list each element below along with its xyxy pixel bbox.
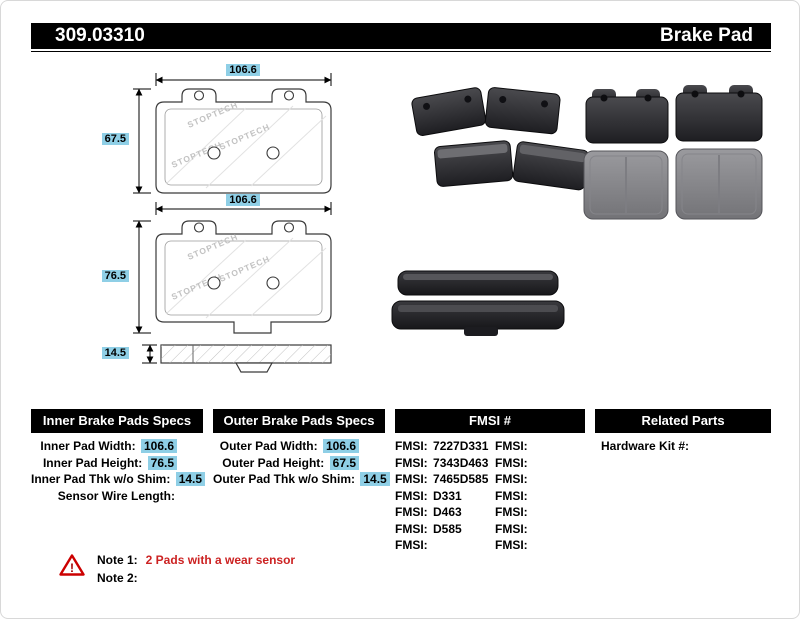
spec-label: Outer Pad Thk w/o Shim: bbox=[213, 472, 356, 486]
fmsi-row: FMSI: 7227D331 FMSI: bbox=[395, 438, 585, 455]
dimension-label-inner-height: 76.5 bbox=[65, 270, 129, 282]
inner-specs-table: Inner Brake Pads Specs Inner Pad Width: … bbox=[31, 409, 206, 554]
svg-text:!: ! bbox=[70, 561, 74, 575]
spec-label: Outer Pad Height: bbox=[222, 455, 325, 470]
note-line-1: Note 1: 2 Pads with a wear sensor bbox=[97, 551, 295, 569]
photo-pad-edge-2 bbox=[391, 300, 565, 336]
note1-label: Note 1: bbox=[97, 553, 138, 567]
dimension-label-thickness: 14.5 bbox=[65, 347, 129, 359]
fmsi-value: 7227D331 bbox=[433, 439, 489, 453]
fmsi-row: FMSI: FMSI: bbox=[395, 537, 585, 554]
spec-row: Outer Pad Thk w/o Shim: 14.5 bbox=[213, 471, 390, 488]
fmsi-label: FMSI: bbox=[495, 538, 528, 552]
photo-pad-angled-4 bbox=[512, 141, 590, 191]
outer-specs-header: Outer Brake Pads Specs bbox=[213, 409, 385, 433]
spec-value: 14.5 bbox=[360, 472, 390, 486]
note-line-2: Note 2: bbox=[97, 569, 295, 587]
fmsi-label: FMSI: bbox=[495, 455, 528, 470]
related-parts-table: Related Parts Hardware Kit #: bbox=[595, 409, 771, 554]
fmsi-row: FMSI: 7343D463 FMSI: bbox=[395, 455, 585, 472]
product-title: Brake Pad bbox=[660, 25, 753, 46]
photo-pad-edge-1 bbox=[397, 270, 559, 296]
spec-row: Outer Pad Width: 106.6 bbox=[213, 438, 385, 455]
fmsi-value: D463 bbox=[433, 505, 462, 519]
fmsi-row: FMSI: D585 FMSI: bbox=[395, 521, 585, 538]
photo-pad-angled-1 bbox=[411, 87, 487, 136]
header-divider bbox=[31, 51, 771, 52]
fmsi-row: FMSI: D331 FMSI: bbox=[395, 488, 585, 505]
spec-row: Inner Pad Width: 106.6 bbox=[31, 438, 203, 455]
spec-row: Hardware Kit #: bbox=[595, 438, 771, 455]
note2-label: Note 2: bbox=[97, 571, 138, 585]
spec-value: 14.5 bbox=[175, 472, 206, 486]
dimension-label-inner-width: 106.6 bbox=[188, 194, 298, 206]
spec-label: Hardware Kit #: bbox=[601, 439, 690, 453]
fmsi-label: FMSI: bbox=[495, 505, 528, 519]
fmsi-value: D331 bbox=[433, 488, 462, 503]
spec-tables: Inner Brake Pads Specs Inner Pad Width: … bbox=[31, 409, 771, 554]
photo-pad-angled-3 bbox=[434, 140, 514, 187]
photo-pad-angled-2 bbox=[484, 87, 561, 135]
drawing-outer-pad-front: STOPTECH STOPTECH STOPTECH bbox=[133, 73, 332, 194]
fmsi-label: FMSI: bbox=[395, 439, 428, 453]
fmsi-header: FMSI # bbox=[395, 409, 585, 433]
fmsi-row: FMSI: 7465D585 FMSI: bbox=[395, 471, 585, 488]
drawing-svg: STOPTECH STOPTECH STOPTECH bbox=[133, 73, 332, 373]
product-photos bbox=[386, 59, 771, 349]
fmsi-value: 7343D463 bbox=[433, 455, 489, 470]
inner-specs-header: Inner Brake Pads Specs bbox=[31, 409, 203, 433]
related-parts-header: Related Parts bbox=[595, 409, 771, 433]
spec-row: Inner Pad Height: 76.5 bbox=[31, 455, 203, 472]
dimension-label-outer-height: 67.5 bbox=[65, 133, 129, 145]
spec-value: 67.5 bbox=[329, 455, 359, 470]
spec-label: Sensor Wire Length: bbox=[57, 488, 175, 503]
title-bar: 309.03310 Brake Pad bbox=[31, 23, 771, 49]
spec-label: Outer Pad Width: bbox=[219, 439, 318, 453]
drawing-pad-side-profile bbox=[142, 344, 332, 373]
outer-specs-table: Outer Brake Pads Specs Outer Pad Width: … bbox=[213, 409, 390, 554]
fmsi-label: FMSI: bbox=[395, 472, 428, 486]
fmsi-table: FMSI # FMSI: 7227D331 FMSI: FMSI: 7343D4… bbox=[395, 409, 585, 554]
fmsi-row: FMSI: D463 FMSI: bbox=[395, 504, 585, 521]
fmsi-label: FMSI: bbox=[495, 488, 528, 503]
fmsi-label: FMSI: bbox=[395, 521, 428, 536]
product-photos-svg bbox=[391, 85, 763, 336]
dimension-label-outer-width: 106.6 bbox=[188, 64, 298, 76]
fmsi-label: FMSI: bbox=[395, 455, 428, 470]
fmsi-label: FMSI: bbox=[495, 439, 528, 453]
spec-label: Inner Pad Thk w/o Shim: bbox=[31, 472, 171, 486]
fmsi-label: FMSI: bbox=[395, 488, 428, 503]
fmsi-label: FMSI: bbox=[395, 538, 428, 552]
photo-friction-face-2 bbox=[675, 148, 763, 220]
spec-value: 106.6 bbox=[140, 439, 177, 453]
spec-label: Inner Pad Width: bbox=[40, 439, 136, 453]
photo-backing-plate-2 bbox=[675, 85, 763, 142]
warning-icon: ! bbox=[59, 553, 85, 582]
spec-value: 76.5 bbox=[147, 455, 177, 470]
spec-label: Inner Pad Height: bbox=[42, 455, 143, 470]
technical-drawings: STOPTECH STOPTECH STOPTECH bbox=[31, 56, 371, 401]
fmsi-label: FMSI: bbox=[395, 505, 428, 519]
photo-backing-plate-1 bbox=[585, 89, 669, 144]
spec-row: Sensor Wire Length: bbox=[31, 488, 203, 505]
drawing-inner-pad-front: STOPTECH STOPTECH STOPTECH bbox=[133, 202, 332, 334]
part-number: 309.03310 bbox=[55, 25, 145, 46]
spec-row: Outer Pad Height: 67.5 bbox=[213, 455, 385, 472]
spec-value: 106.6 bbox=[322, 439, 359, 453]
fmsi-label: FMSI: bbox=[495, 472, 528, 486]
fmsi-value: 7465D585 bbox=[433, 472, 489, 486]
fmsi-value: D585 bbox=[433, 521, 462, 536]
photo-friction-face-1 bbox=[583, 150, 669, 220]
notes-section: ! Note 1: 2 Pads with a wear sensor Note … bbox=[59, 551, 295, 587]
spec-row: Inner Pad Thk w/o Shim: 14.5 bbox=[31, 471, 206, 488]
note1-text: 2 Pads with a wear sensor bbox=[145, 553, 296, 567]
fmsi-label: FMSI: bbox=[495, 521, 528, 536]
